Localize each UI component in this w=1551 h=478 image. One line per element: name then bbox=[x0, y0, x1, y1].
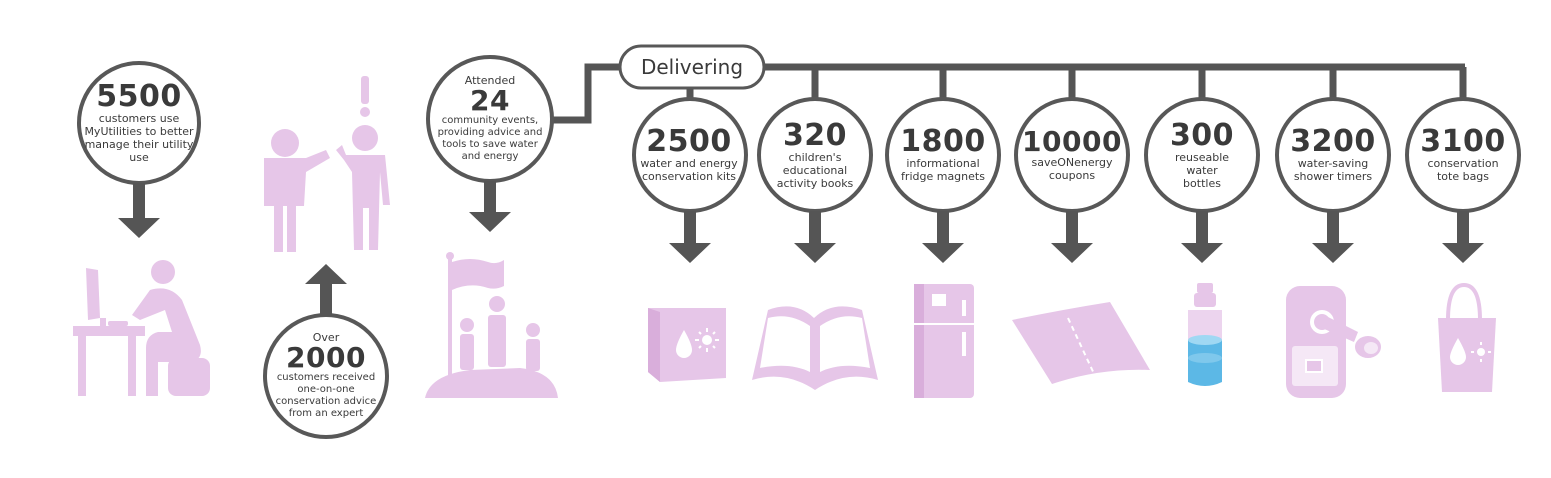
stat-description: water-saving shower timers bbox=[1293, 157, 1373, 183]
stat-advice: Over 2000 customers received one-on-one … bbox=[266, 316, 386, 436]
stat-number: 1800 bbox=[900, 124, 986, 159]
stat-number: 3100 bbox=[1420, 124, 1506, 159]
stat-description: informational fridge magnets bbox=[901, 157, 985, 183]
arrow-down-icon bbox=[1181, 211, 1223, 263]
arrow-down-icon bbox=[1051, 211, 1093, 263]
arrow-down-icon bbox=[118, 183, 160, 238]
arrow-down-icon bbox=[1312, 211, 1354, 263]
stat-timers: 3200 water-saving shower timers bbox=[1280, 100, 1386, 210]
stat-description: reuseable water bottles bbox=[1174, 150, 1230, 190]
stat-number: 2500 bbox=[646, 124, 732, 159]
stat-events: Attended 24 community events, providing … bbox=[428, 60, 552, 178]
stat-description: saveONenergy coupons bbox=[1031, 156, 1113, 182]
stat-number: 24 bbox=[470, 84, 510, 117]
stat-kits: 2500 water and energy conservation kits bbox=[634, 100, 744, 210]
arrow-down-icon bbox=[922, 211, 964, 263]
arrow-down-icon bbox=[794, 211, 836, 263]
stat-description: conservation tote bags bbox=[1427, 157, 1499, 183]
conservation-kit-box-icon bbox=[648, 308, 726, 382]
stat-prefix: Attended bbox=[464, 74, 516, 87]
stat-myutilities: 5500 customers use MyUtilities to better… bbox=[80, 64, 198, 182]
stat-number: 2000 bbox=[286, 341, 366, 374]
water-bottle-icon bbox=[1188, 283, 1222, 386]
arrow-down-icon bbox=[669, 211, 711, 263]
stat-description: water and energy conservation kits bbox=[640, 157, 738, 183]
stat-magnets: 1800 informational fridge magnets bbox=[890, 100, 996, 210]
stat-coupons: 10000 saveONenergy coupons bbox=[1018, 100, 1126, 210]
arrows bbox=[118, 181, 1484, 316]
fridge-icon bbox=[914, 284, 974, 398]
stat-number: 5500 bbox=[96, 79, 182, 114]
stat-description: customers use MyUtilities to better mana… bbox=[84, 112, 194, 164]
stat-description: community events, providing advice and t… bbox=[437, 115, 543, 162]
stat-number: 300 bbox=[1169, 117, 1235, 153]
stat-description: customers received one-on-one conservati… bbox=[275, 372, 377, 419]
delivering-label-box bbox=[618, 44, 766, 90]
stat-bottles: 300 reuseable water bottles bbox=[1150, 100, 1254, 210]
stat-totes: 3100 conservation tote bags bbox=[1410, 100, 1516, 210]
stat-number: 320 bbox=[782, 117, 848, 153]
community-flag-icon bbox=[425, 252, 558, 398]
shower-timer-icon bbox=[1286, 286, 1383, 398]
delivering-label: Delivering bbox=[640, 55, 744, 79]
arrow-down-icon bbox=[1442, 211, 1484, 263]
stat-prefix: Over bbox=[312, 331, 340, 344]
tote-bag-icon bbox=[1438, 282, 1496, 392]
person-at-computer-icon bbox=[73, 260, 210, 396]
stat-number: 10000 bbox=[1022, 125, 1122, 158]
two-people-talking-icon bbox=[264, 76, 390, 252]
stat-number: 3200 bbox=[1290, 124, 1376, 159]
open-book-icon bbox=[752, 306, 878, 390]
stat-circles bbox=[77, 55, 1521, 439]
stat-books: 320 children's educational activity book… bbox=[762, 100, 868, 210]
arrow-up-icon bbox=[305, 264, 347, 316]
stat-description: children's educational activity books bbox=[776, 150, 854, 190]
coupon-icon bbox=[1012, 302, 1150, 384]
arrow-down-icon bbox=[469, 181, 511, 232]
